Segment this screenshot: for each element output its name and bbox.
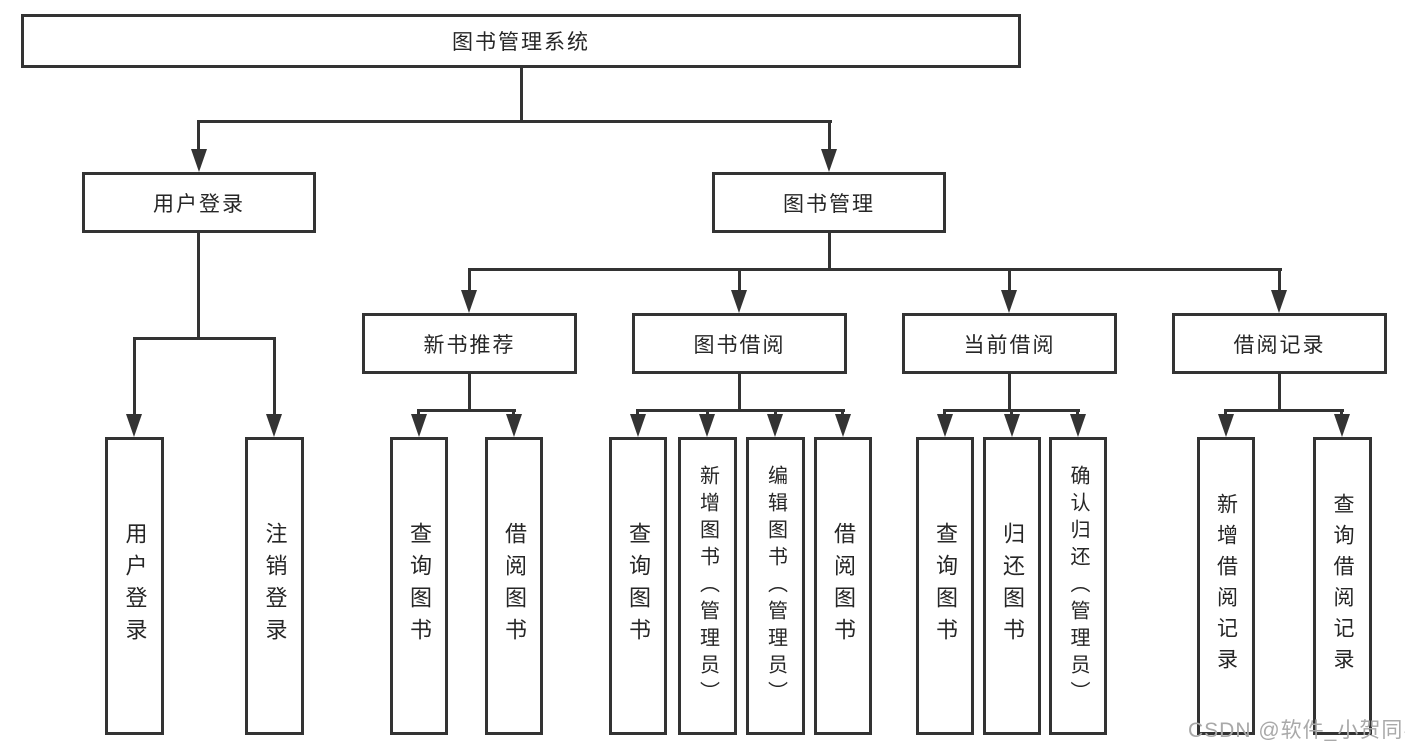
arrowhead-down-icon xyxy=(1004,414,1020,437)
connector-line xyxy=(197,120,832,123)
connector-line xyxy=(197,233,200,337)
connector-line xyxy=(841,409,844,417)
node-book-management: 图书管理 xyxy=(712,172,946,233)
arrowhead-down-icon xyxy=(1218,414,1234,437)
leaf-query-books: 查询图书 xyxy=(916,437,974,735)
leaf-borrow-books: 借阅图书 xyxy=(485,437,543,735)
arrowhead-down-icon xyxy=(1334,414,1350,437)
arrowhead-down-icon xyxy=(630,414,646,437)
arrowhead-down-icon xyxy=(266,414,282,437)
node-label: 归还图书 xyxy=(1000,522,1025,650)
connector-line xyxy=(636,409,639,417)
node-book-borrowing: 图书借阅 xyxy=(632,313,847,374)
arrowhead-down-icon xyxy=(1271,290,1287,313)
connector-line xyxy=(828,120,831,152)
connector-line xyxy=(468,268,471,293)
connector-line xyxy=(133,337,276,340)
node-label: 用户登录 xyxy=(122,522,148,650)
node-user-login: 用户登录 xyxy=(82,172,316,233)
node-label: 图书管理 xyxy=(783,192,875,216)
connector-line xyxy=(133,337,136,417)
arrowhead-down-icon xyxy=(731,290,747,313)
leaf-query-borrow-record: 查询借阅记录 xyxy=(1313,437,1372,735)
node-label: 借阅记录 xyxy=(1233,333,1326,357)
node-label: 查询图书 xyxy=(626,522,651,650)
connector-line xyxy=(1076,409,1079,417)
node-label: 借阅图书 xyxy=(831,522,856,650)
arrowhead-down-icon xyxy=(821,149,837,172)
connector-line xyxy=(774,409,777,417)
connector-line xyxy=(738,268,741,293)
node-current-borrowing: 当前借阅 xyxy=(902,313,1117,374)
connector-line xyxy=(706,409,709,417)
connector-line xyxy=(273,337,276,417)
arrowhead-down-icon xyxy=(411,414,427,437)
arrowhead-down-icon xyxy=(1001,290,1017,313)
connector-line xyxy=(1278,268,1281,293)
node-label: 新增借阅记录 xyxy=(1214,493,1238,679)
connector-line xyxy=(1340,409,1343,417)
node-label: 新书推荐 xyxy=(423,333,516,357)
leaf-logout: 注销登录 xyxy=(245,437,304,735)
node-label: 图书管理系统 xyxy=(452,31,590,54)
connector-line xyxy=(417,409,516,412)
leaf-query-books: 查询图书 xyxy=(390,437,448,735)
leaf-borrow-books: 借阅图书 xyxy=(814,437,872,735)
connector-line xyxy=(1224,409,1227,417)
leaf-query-books: 查询图书 xyxy=(609,437,667,735)
leaf-user-login: 用户登录 xyxy=(105,437,164,735)
arrowhead-down-icon xyxy=(506,414,522,437)
arrowhead-down-icon xyxy=(699,414,715,437)
node-label: 确认归还（管理员） xyxy=(1067,464,1089,708)
leaf-add-books-admin: 新增图书（管理员） xyxy=(678,437,737,735)
node-label: 图书借阅 xyxy=(693,333,786,357)
node-label: 用户登录 xyxy=(153,192,245,216)
connector-line xyxy=(468,268,1282,271)
connector-line xyxy=(520,67,523,121)
node-new-book-recommendation: 新书推荐 xyxy=(362,313,577,374)
node-label: 编辑图书（管理员） xyxy=(764,464,787,708)
node-label: 查询图书 xyxy=(407,522,432,650)
connector-line xyxy=(828,233,831,268)
arrowhead-down-icon xyxy=(461,290,477,313)
node-label: 当前借阅 xyxy=(963,333,1056,357)
arrowhead-down-icon xyxy=(1070,414,1086,437)
arrowhead-down-icon xyxy=(126,414,142,437)
csdn-watermark: CSDN @软件_小贺同学 xyxy=(1188,719,1405,742)
node-label: 新增图书（管理员） xyxy=(696,464,719,708)
connector-line xyxy=(943,409,946,417)
connector-line xyxy=(512,409,515,417)
node-label: 查询图书 xyxy=(933,522,958,650)
node-borrowing-records: 借阅记录 xyxy=(1172,313,1387,374)
connector-line xyxy=(1008,268,1011,293)
leaf-edit-books-admin: 编辑图书（管理员） xyxy=(746,437,805,735)
arrowhead-down-icon xyxy=(835,414,851,437)
connector-line xyxy=(1224,409,1344,412)
leaf-return-books: 归还图书 xyxy=(983,437,1041,735)
node-label: 借阅图书 xyxy=(502,522,527,650)
arrowhead-down-icon xyxy=(937,414,953,437)
connector-line xyxy=(1008,374,1011,409)
node-library-management-system: 图书管理系统 xyxy=(21,14,1021,68)
arrowhead-down-icon xyxy=(767,414,783,437)
leaf-add-borrow-record: 新增借阅记录 xyxy=(1197,437,1255,735)
connector-line xyxy=(468,374,471,409)
node-label: 注销登录 xyxy=(262,522,288,650)
connector-line xyxy=(417,409,420,417)
connector-line xyxy=(1010,409,1013,417)
leaf-confirm-return-admin: 确认归还（管理员） xyxy=(1049,437,1107,735)
connector-line xyxy=(1278,374,1281,409)
connector-line xyxy=(738,374,741,409)
connector-line xyxy=(636,409,845,412)
node-label: 查询借阅记录 xyxy=(1331,493,1354,679)
connector-line xyxy=(197,120,200,152)
arrowhead-down-icon xyxy=(191,149,207,172)
